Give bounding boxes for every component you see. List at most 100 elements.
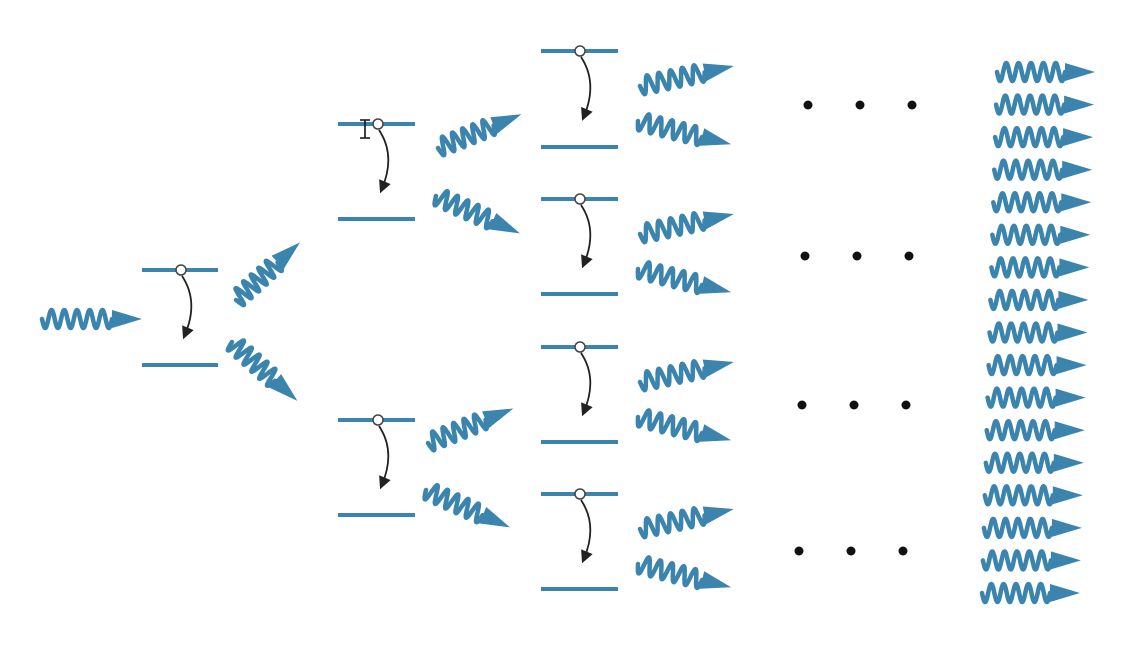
- photon-arrowhead: [1059, 258, 1090, 277]
- photon-arrowhead: [1057, 323, 1088, 342]
- photon-wave: [991, 191, 1064, 214]
- ellipsis-dots-3: [797, 400, 911, 410]
- transition-arrow: [181, 275, 194, 340]
- photon-wave: [986, 353, 1059, 377]
- photon-arrowhead: [702, 211, 734, 230]
- photon-arrowhead: [479, 507, 510, 528]
- ellipsis-dot: [898, 546, 908, 556]
- photon-arrowhead: [699, 424, 732, 442]
- beam-photon: [991, 158, 1093, 181]
- ellipsis-dot: [797, 400, 807, 410]
- photon-arrowhead: [1050, 551, 1081, 570]
- ellipsis-dot: [803, 100, 813, 110]
- photon-arrowhead: [1061, 193, 1092, 212]
- atom-stage-1: [142, 264, 218, 367]
- photon-arrowhead: [1063, 128, 1094, 147]
- photon-wave: [987, 321, 1060, 344]
- beam-photon: [992, 125, 1094, 149]
- photon-wave: [637, 506, 707, 540]
- photon-arrowhead: [1058, 290, 1089, 309]
- photon-wave: [992, 125, 1066, 149]
- photon-arrowhead: [1050, 584, 1080, 602]
- photon-arrowhead: [1056, 356, 1087, 375]
- photon-arrowhead: [489, 213, 520, 234]
- beam-photon: [986, 353, 1087, 377]
- electron: [175, 264, 187, 276]
- photon-arrowhead: [269, 374, 298, 401]
- beam-photon: [983, 451, 1084, 474]
- photon-wave: [637, 211, 707, 245]
- photon-arrowhead: [702, 63, 734, 82]
- photon-wave: [422, 482, 485, 525]
- ellipsis-dots-2: [800, 251, 914, 261]
- ellipsis-dots-1: [803, 100, 917, 110]
- beam-photon: [989, 256, 1090, 279]
- photon-arrowhead: [482, 408, 514, 429]
- photon-stage1-lower: [225, 338, 298, 401]
- beam-photon: [985, 386, 1086, 409]
- photon-wave: [637, 359, 707, 393]
- transition-arrow: [580, 352, 593, 417]
- electron: [574, 193, 586, 205]
- beam-photon: [988, 288, 1089, 312]
- photon-stage3-4-up: [637, 506, 734, 540]
- beam-photon: [982, 484, 1083, 507]
- photon-wave: [988, 288, 1061, 312]
- photon-stage1-upper: [233, 242, 300, 308]
- photon-stage3-4-down: [635, 555, 732, 591]
- ellipsis-dot: [800, 251, 810, 261]
- photon-stage2-d: [422, 482, 510, 528]
- ellipsis-dot: [794, 546, 804, 556]
- photon-arrowhead: [1052, 486, 1083, 505]
- photon-wave: [635, 260, 705, 296]
- transition-arrow: [580, 204, 593, 269]
- ellipsis-dot: [855, 100, 865, 110]
- electron: [574, 45, 586, 57]
- photon-stage2-c: [425, 408, 514, 453]
- photon-arrowhead: [1062, 160, 1093, 179]
- photon-wave: [635, 408, 705, 444]
- photon-arrowhead: [1064, 95, 1095, 114]
- transition-arrow: [378, 425, 391, 490]
- photon-wave: [39, 307, 115, 331]
- photon-stage3-2-down: [635, 260, 732, 296]
- photon-stage3-1-up: [637, 63, 734, 97]
- photon-wave: [635, 112, 705, 148]
- photon-wave: [993, 93, 1067, 116]
- beam-photon: [993, 93, 1095, 116]
- electron: [372, 414, 384, 426]
- ellipsis-dot: [849, 400, 859, 410]
- photon-wave: [991, 158, 1065, 181]
- photon-wave: [983, 451, 1057, 474]
- photon-wave: [425, 412, 489, 453]
- transition-arrow: [580, 56, 593, 121]
- atom-stage-3-1: [541, 45, 618, 149]
- ellipsis-dot: [901, 400, 911, 410]
- beam-photon: [981, 516, 1082, 540]
- photon-wave: [635, 555, 705, 591]
- photon-wave: [994, 60, 1068, 84]
- photon-arrowhead: [271, 242, 300, 270]
- ellipsis-dots-4: [794, 546, 908, 556]
- transition-arrow: [378, 129, 391, 194]
- beam-photon: [987, 321, 1088, 344]
- photon-arrowhead: [112, 310, 142, 328]
- photon-wave: [980, 549, 1054, 572]
- photon-wave: [981, 516, 1055, 540]
- photon-arrowhead: [1051, 518, 1082, 537]
- photon-stage2-a: [435, 114, 522, 158]
- photon-arrowhead: [702, 359, 734, 378]
- beam-photon: [994, 60, 1095, 84]
- photon-stage3-2-up: [637, 211, 734, 245]
- beam-photon: [979, 581, 1080, 605]
- electron: [372, 118, 384, 130]
- beam-photon: [990, 223, 1091, 247]
- electron: [574, 341, 586, 353]
- photon-arrowhead: [1053, 453, 1084, 472]
- ellipsis-dot: [907, 100, 917, 110]
- ellipsis-dot: [846, 546, 856, 556]
- photon-arrowhead: [1065, 63, 1095, 81]
- photon-wave: [979, 581, 1053, 605]
- photon-stage3-3-up: [637, 359, 734, 393]
